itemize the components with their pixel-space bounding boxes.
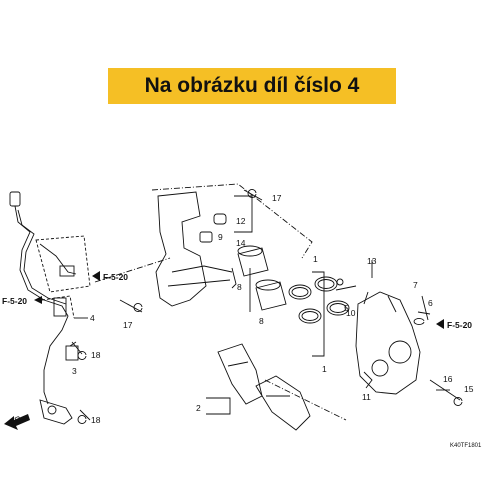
ref-right[interactable]: F-5-20 [447, 320, 472, 330]
speed-sensor-wire [9, 191, 77, 425]
callout-12: 12 [236, 216, 246, 226]
brake-pads [217, 343, 311, 431]
ref-arrow-top-icon [92, 271, 100, 281]
callout-9: 9 [218, 232, 223, 242]
callout-8-lower: 8 [259, 316, 264, 326]
callout-1-bottom: 1 [322, 364, 327, 374]
ref-arrow-left-icon [34, 296, 42, 304]
callout-2: 2 [196, 403, 201, 413]
callout-17-top: 17 [272, 193, 282, 203]
ref-arrow-right-icon [436, 319, 444, 329]
callout-15: 15 [464, 384, 474, 394]
front-arrow [4, 414, 30, 430]
callout-18-lower: 18 [91, 415, 101, 425]
callout-18-upper: 18 [91, 350, 101, 360]
callout-1-top: 1 [313, 254, 318, 264]
seal-rings [288, 276, 350, 324]
pistons [237, 245, 287, 311]
callout-10: 10 [346, 308, 356, 318]
callout-11: 11 [362, 392, 371, 402]
callout-13: 13 [367, 256, 377, 266]
callout-14: 14 [236, 238, 246, 248]
callout-3: 3 [72, 366, 77, 376]
callout-6: 6 [428, 298, 433, 308]
callout-7: 7 [413, 280, 418, 290]
callout-5: 5 [344, 303, 349, 313]
drawing-code: K40TF1801 [450, 443, 482, 449]
callout-17-left: 17 [123, 320, 133, 330]
caliper-body [335, 278, 421, 395]
callout-16: 16 [443, 374, 453, 384]
ref-top[interactable]: F-5-20 [103, 272, 128, 282]
front-label: FR. [8, 413, 25, 428]
callout-4: 4 [90, 313, 95, 323]
assembly-frame [151, 183, 313, 259]
caliper-bracket [155, 191, 237, 307]
ref-left[interactable]: F-5-20 [2, 296, 27, 306]
part-number-banner: Na obrázku díl číslo 4 [108, 68, 396, 104]
callout-8-upper: 8 [237, 282, 242, 292]
